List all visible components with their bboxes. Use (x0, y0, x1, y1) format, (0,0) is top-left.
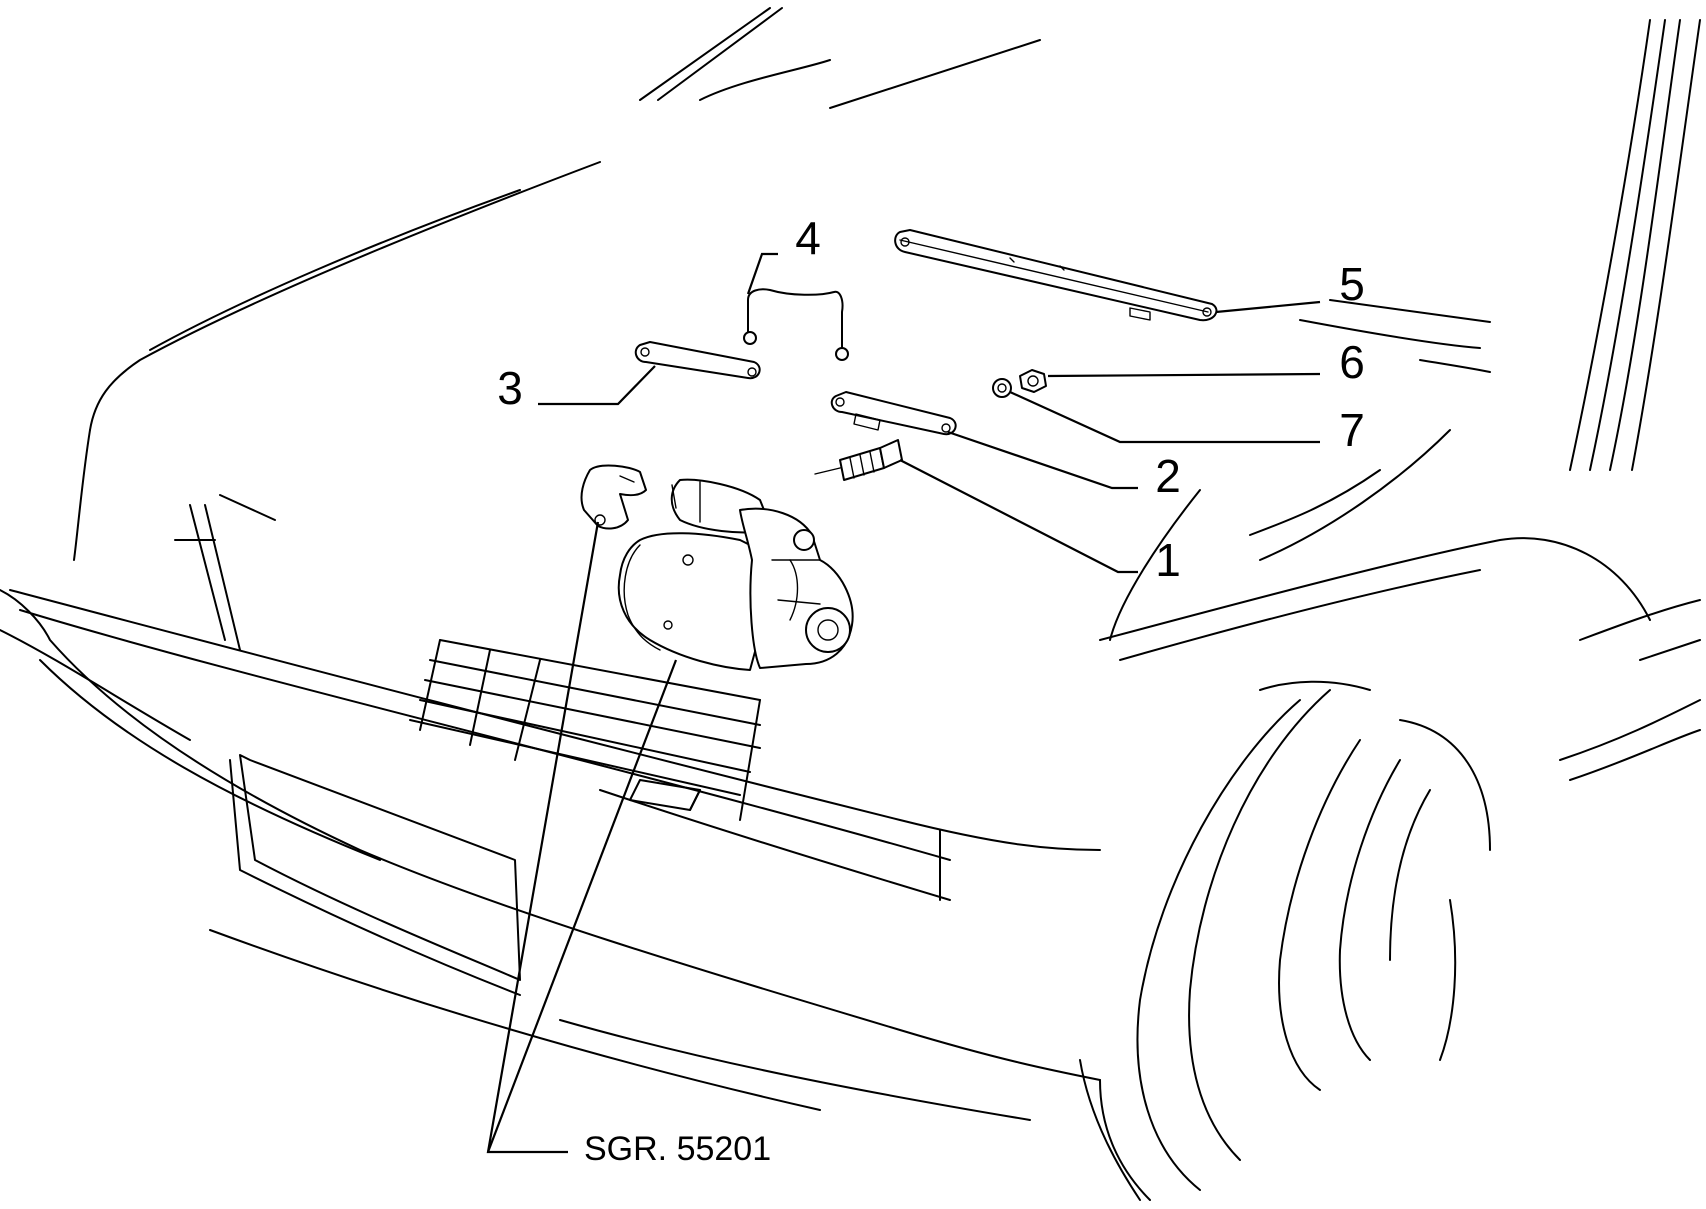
callout-2: 2 (1155, 450, 1181, 502)
part-6-nut (1019, 369, 1047, 393)
part-4-loop-wire (743, 288, 849, 361)
leader-lines (486, 252, 1321, 1154)
part-3-strap (634, 341, 761, 380)
front-wheel (1136, 680, 1491, 1191)
part-7-washer (992, 378, 1012, 398)
callout-7: 7 (1339, 404, 1365, 456)
starter-bracket (580, 464, 647, 530)
part-2-strap (830, 391, 957, 436)
part-1-stud (814, 439, 903, 481)
callout-5: 5 (1339, 258, 1365, 310)
callout-1: 1 (1155, 534, 1181, 586)
callout-labels: 4 3 5 6 7 2 1 SGR. 55201 (497, 212, 1365, 1168)
callout-3: 3 (497, 362, 523, 414)
callout-6: 6 (1339, 336, 1365, 388)
part-5-strap (894, 229, 1218, 322)
starter-motor (617, 478, 854, 671)
callout-4: 4 (795, 212, 821, 264)
car-body-outline (0, 7, 1701, 1201)
grille (409, 639, 761, 821)
reference-label: SGR. 55201 (584, 1130, 771, 1168)
